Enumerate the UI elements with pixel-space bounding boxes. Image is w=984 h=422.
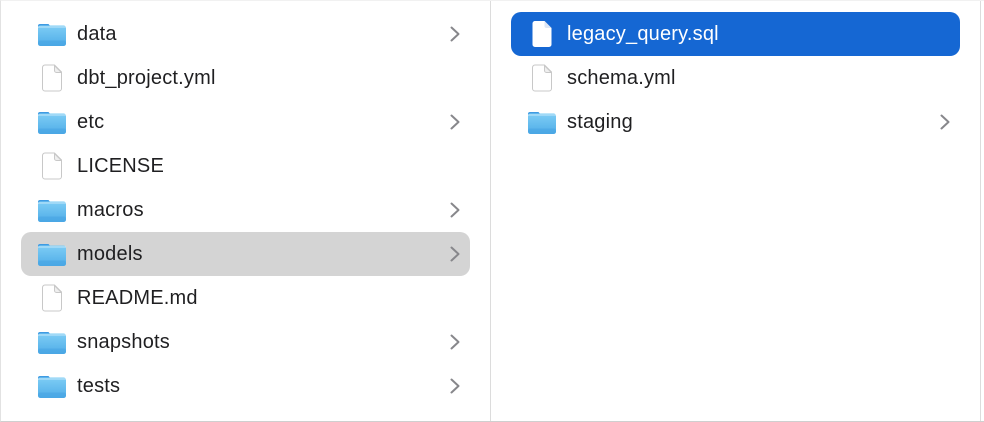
item-label: etc	[77, 110, 105, 133]
folder-icon	[527, 107, 557, 137]
folder-icon	[37, 19, 67, 49]
file-row-dbt_project.yml[interactable]: dbt_project.yml	[21, 56, 470, 100]
chevron-right-icon	[449, 377, 461, 395]
folder-row-data[interactable]: data	[21, 12, 470, 56]
folder-row-snapshots[interactable]: snapshots	[21, 320, 470, 364]
file-row-LICENSE[interactable]: LICENSE	[21, 144, 470, 188]
item-label: README.md	[77, 286, 198, 309]
item-label: staging	[567, 110, 633, 133]
item-label: legacy_query.sql	[567, 22, 719, 45]
file-icon	[527, 63, 557, 93]
chevron-right-icon	[449, 333, 461, 351]
column-empty	[981, 1, 984, 421]
folder-icon	[37, 239, 67, 269]
column-models: legacy_query.sql schema.yml staging	[491, 1, 981, 421]
folder-row-tests[interactable]: tests	[21, 364, 470, 408]
chevron-right-icon	[449, 25, 461, 43]
file-icon	[37, 63, 67, 93]
file-icon	[37, 151, 67, 181]
file-icon	[37, 283, 67, 313]
item-label: data	[77, 22, 117, 45]
item-label: snapshots	[77, 330, 170, 353]
chevron-right-icon	[449, 113, 461, 131]
folder-row-staging[interactable]: staging	[511, 100, 960, 144]
folder-icon	[37, 195, 67, 225]
item-label: macros	[77, 198, 144, 221]
folder-icon	[37, 107, 67, 137]
item-label: models	[77, 242, 143, 265]
folder-row-macros[interactable]: macros	[21, 188, 470, 232]
item-label: schema.yml	[567, 66, 676, 89]
chevron-right-icon	[449, 245, 461, 263]
folder-icon	[37, 371, 67, 401]
file-icon	[527, 19, 557, 49]
chevron-right-icon	[449, 201, 461, 219]
item-label: tests	[77, 374, 121, 397]
file-row-schema.yml[interactable]: schema.yml	[511, 56, 960, 100]
folder-icon	[37, 327, 67, 357]
chevron-right-icon	[939, 113, 951, 131]
folder-row-etc[interactable]: etc	[21, 100, 470, 144]
item-label: dbt_project.yml	[77, 66, 216, 89]
folder-row-models[interactable]: models	[21, 232, 470, 276]
file-row-legacy_query.sql[interactable]: legacy_query.sql	[511, 12, 960, 56]
file-row-README.md[interactable]: README.md	[21, 276, 470, 320]
item-label: LICENSE	[77, 154, 164, 177]
